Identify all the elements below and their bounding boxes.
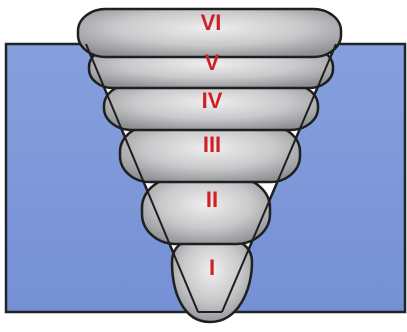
layer-label-v: V [205,50,220,75]
layer-label-i: I [209,255,215,280]
layer-label-iv: IV [202,88,223,113]
layer-label-vi: VI [201,10,222,35]
layer-label-ii: II [206,187,218,212]
layer-label-iii: III [203,132,221,157]
